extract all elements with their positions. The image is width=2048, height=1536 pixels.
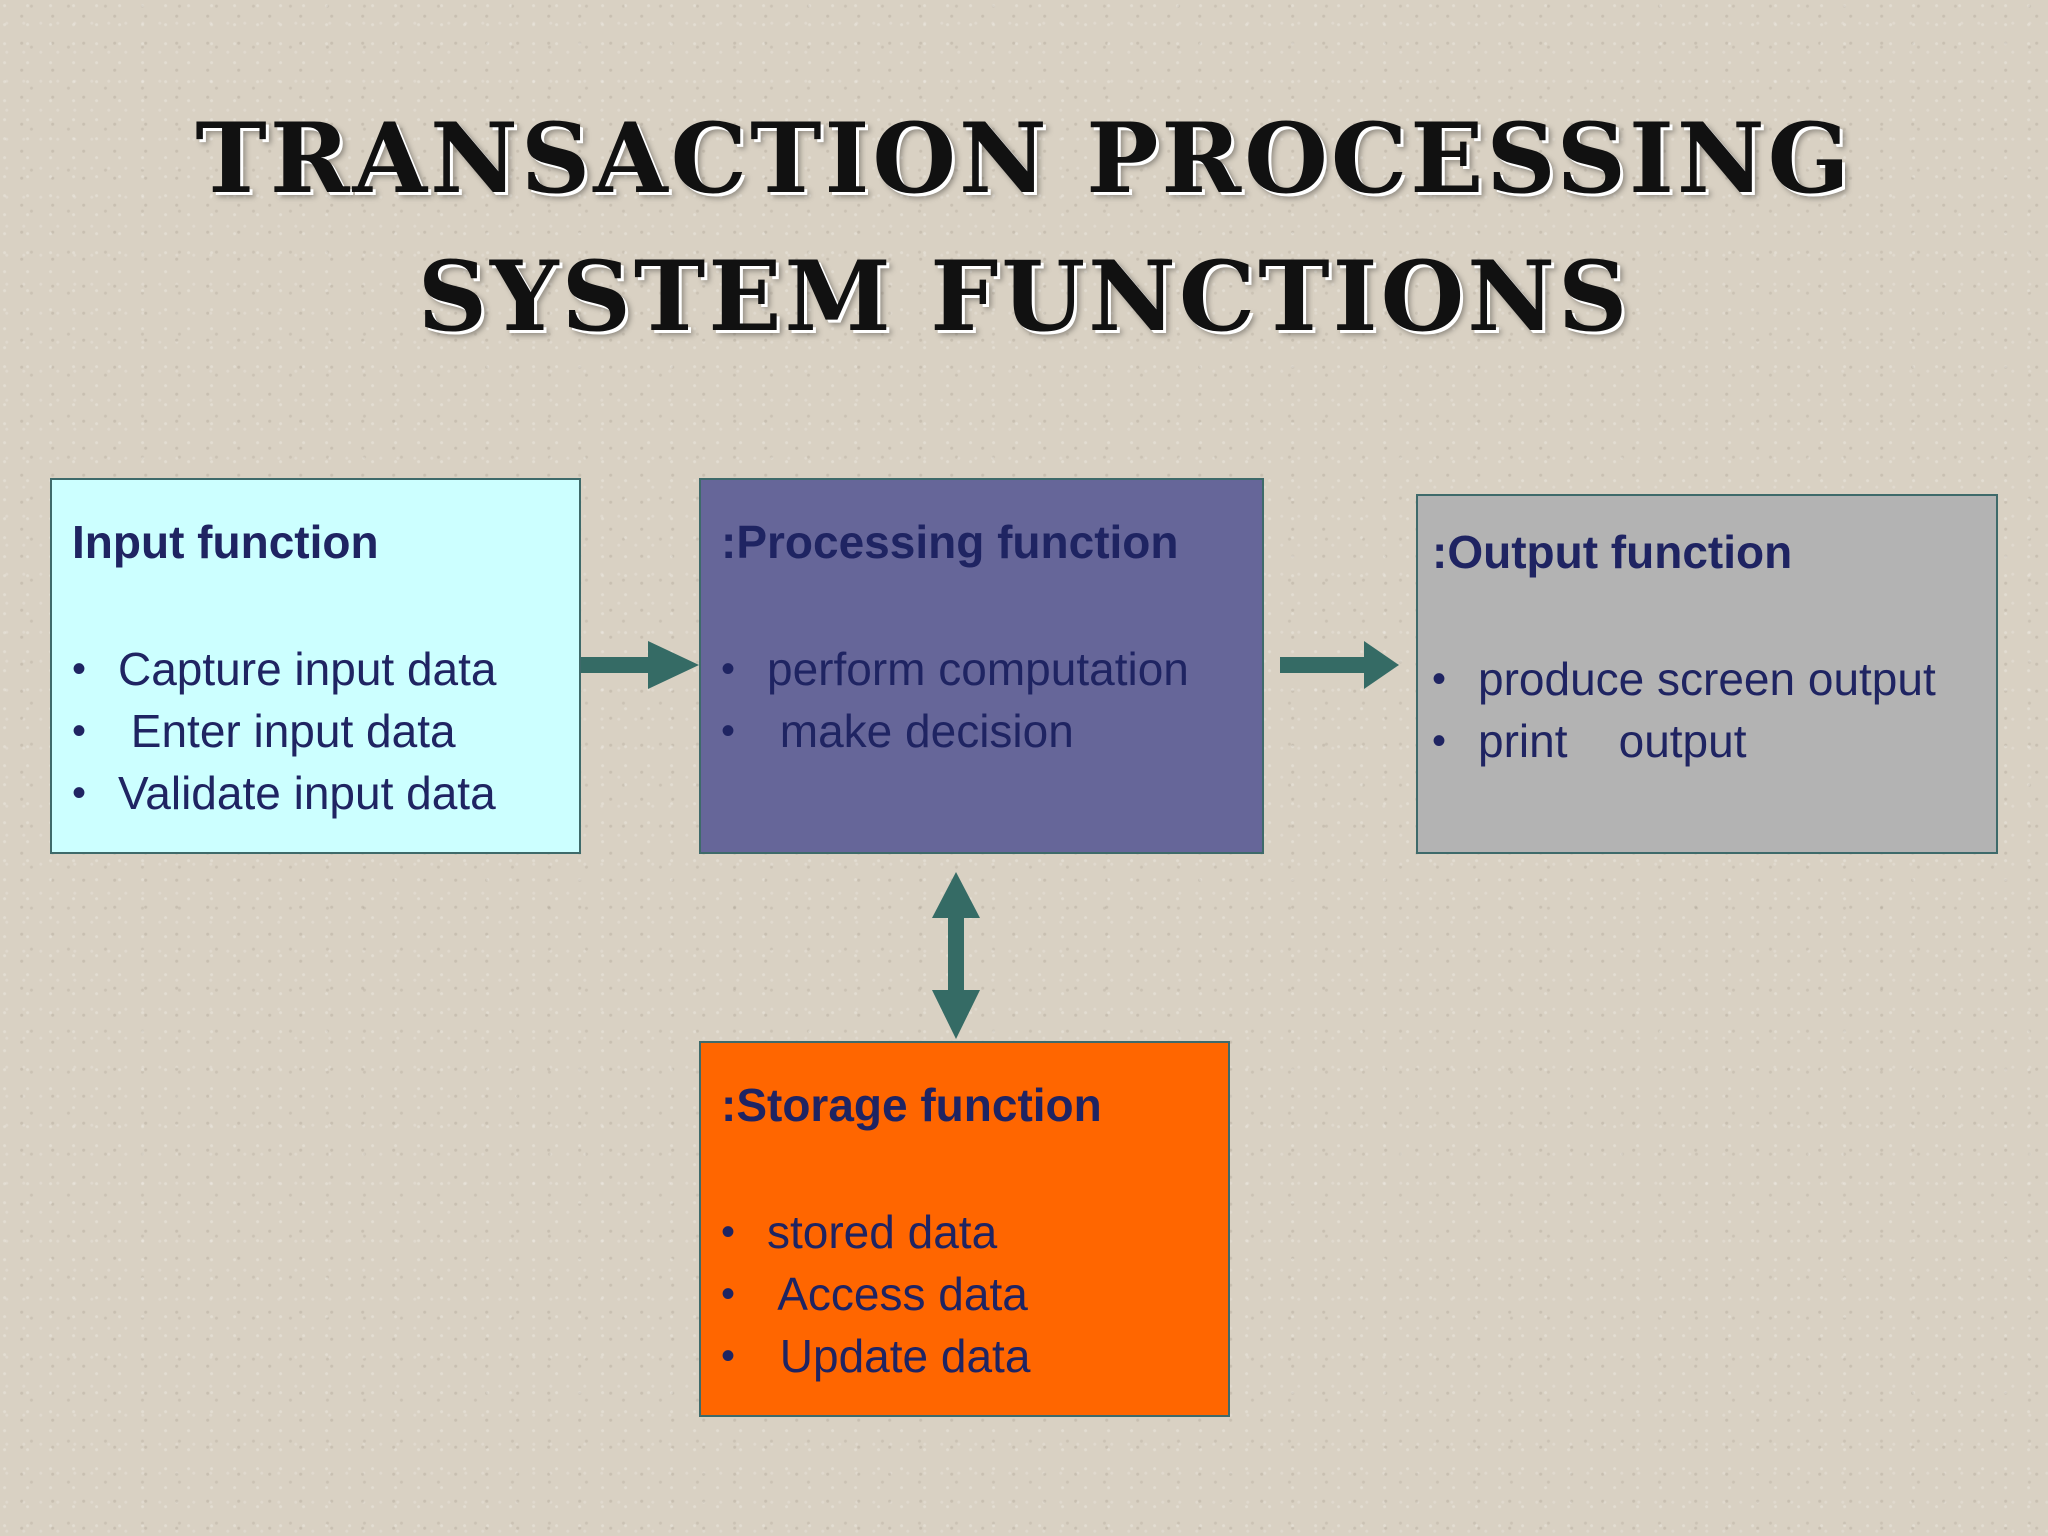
- slide-title: Transaction Processing System Functions: [0, 90, 2048, 366]
- list-item-text: Enter input data: [118, 705, 456, 757]
- list-item: • Update data: [721, 1325, 1210, 1387]
- storage-function-box: :Storage function • stored data • Access …: [699, 1041, 1230, 1417]
- list-item: • stored data: [721, 1201, 1210, 1263]
- list-item-text: print output: [1478, 715, 1747, 767]
- input-function-list: • Capture input data • Enter input data •…: [72, 638, 561, 824]
- input-function-heading: Input function: [72, 516, 379, 568]
- arrow-processing-storage-bidirectional-icon: [932, 872, 980, 1039]
- list-item: • make decision: [721, 700, 1244, 762]
- processing-function-box: :Processing function • perform computatio…: [699, 478, 1264, 854]
- bullet-icon: •: [721, 647, 736, 691]
- list-item-text: produce screen output: [1478, 653, 1936, 705]
- list-item-text: Access data: [767, 1268, 1028, 1320]
- list-item: • print output: [1432, 710, 1986, 772]
- bullet-icon: •: [72, 771, 87, 815]
- arrow-processing-to-output-icon: [1280, 641, 1399, 689]
- list-item: • Validate input data: [72, 762, 561, 824]
- bullet-icon: •: [721, 1334, 736, 1378]
- list-item: • Access data: [721, 1263, 1210, 1325]
- list-item: • produce screen output: [1432, 648, 1986, 710]
- output-function-list: • produce screen output • print output: [1432, 648, 1986, 772]
- storage-function-list: • stored data • Access data • Update data: [721, 1201, 1210, 1387]
- output-function-heading: :Output function: [1432, 526, 1793, 578]
- title-line-1: Transaction Processing: [195, 102, 1853, 215]
- bullet-icon: •: [72, 647, 87, 691]
- bullet-icon: •: [721, 709, 736, 753]
- input-function-box: Input function • Capture input data • Ent…: [50, 478, 581, 854]
- bullet-icon: •: [1432, 657, 1447, 701]
- list-item-text: Validate input data: [118, 767, 496, 819]
- output-function-box: :Output function • produce screen output …: [1416, 494, 1998, 854]
- list-item-text: perform computation: [767, 643, 1189, 695]
- list-item: • Enter input data: [72, 700, 561, 762]
- arrow-input-to-processing-icon: [581, 641, 699, 689]
- list-item: • perform computation: [721, 638, 1244, 700]
- list-item-text: make decision: [767, 705, 1074, 757]
- bullet-icon: •: [72, 709, 87, 753]
- storage-function-heading: :Storage function: [721, 1079, 1102, 1131]
- bullet-icon: •: [721, 1272, 736, 1316]
- title-line-2: System Functions: [417, 240, 1631, 353]
- bullet-icon: •: [721, 1210, 736, 1254]
- list-item-text: Capture input data: [118, 643, 497, 695]
- list-item-text: Update data: [767, 1330, 1031, 1382]
- list-item: • Capture input data: [72, 638, 561, 700]
- list-item-text: stored data: [767, 1206, 998, 1258]
- processing-function-list: • perform computation • make decision: [721, 638, 1244, 762]
- bullet-icon: •: [1432, 719, 1447, 763]
- processing-function-heading: :Processing function: [721, 516, 1179, 568]
